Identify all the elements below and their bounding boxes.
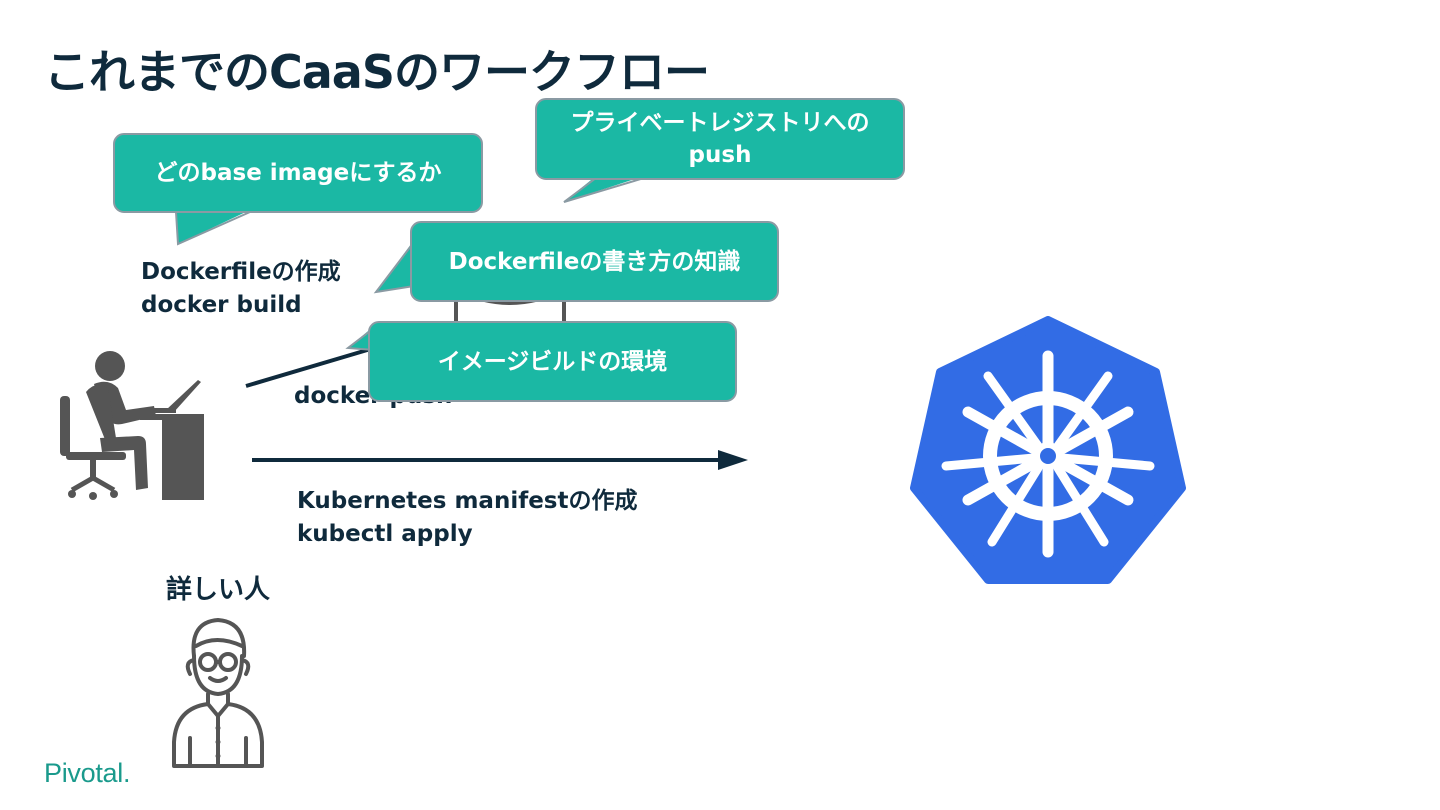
- deploy-arrow: [252, 446, 752, 474]
- push-arrow: [240, 330, 380, 392]
- bubble-build-environment: イメージビルドの環境: [368, 321, 737, 402]
- slide-title: これまでのCaaSのワークフロー: [44, 45, 710, 99]
- bubble-dockerfile-knowledge: Dockerfileの書き方の知識: [410, 221, 779, 302]
- bubble-private-registry: プライベートレジストリへの push: [535, 98, 905, 180]
- bubble-tail: [373, 240, 415, 294]
- bubble-tail: [345, 326, 375, 351]
- deploy-step-label: Kubernetes manifestの作成 kubectl apply: [297, 488, 638, 547]
- expert-label: 詳しい人: [166, 575, 271, 605]
- bubble-base-image: どのbase imageにするか: [113, 133, 483, 213]
- pivotal-logo: Pivotal.: [44, 758, 131, 788]
- bubble-tail: [563, 176, 645, 203]
- bubble-tail: [175, 210, 251, 246]
- developer-icon: [56, 348, 208, 502]
- build-step-label: Dockerfileの作成 docker build: [141, 259, 341, 318]
- kubernetes-icon: [910, 316, 1186, 584]
- expert-person-icon: [170, 616, 266, 770]
